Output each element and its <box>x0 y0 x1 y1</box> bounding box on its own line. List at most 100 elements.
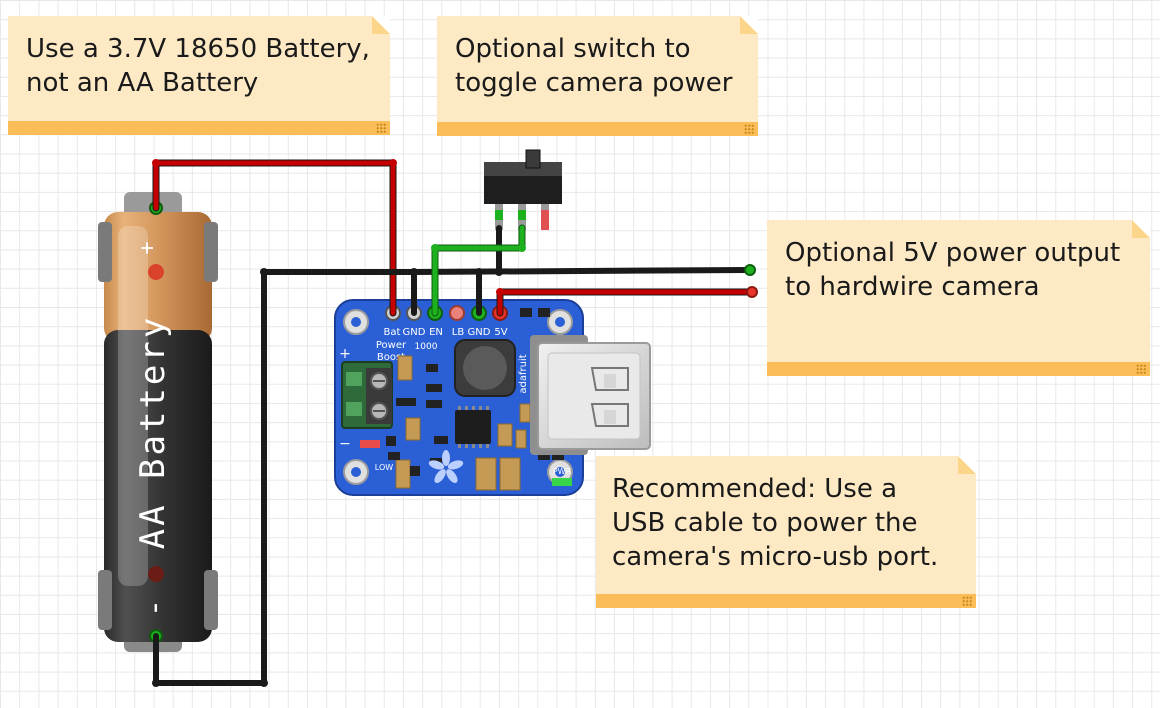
wires <box>152 159 756 686</box>
battery: + AA Battery - <box>98 192 218 652</box>
battery-label: AA Battery <box>133 315 173 550</box>
wire-junction <box>496 288 504 296</box>
wire-junction <box>431 244 439 252</box>
note-bar <box>8 121 390 135</box>
capacitor <box>475 457 497 491</box>
capacitor <box>497 423 513 447</box>
resize-grip-icon[interactable] <box>376 123 386 133</box>
smd-part <box>538 452 550 460</box>
smd-part <box>426 384 442 392</box>
battery-minus-marker <box>148 566 164 582</box>
pin-label-lb: LB <box>452 327 465 338</box>
terminal-green-tab <box>346 402 362 416</box>
capacitors <box>395 355 531 491</box>
note-battery[interactable]: Use a 3.7V 18650 Battery, not an AA Batt… <box>8 16 390 135</box>
resize-grip-icon[interactable] <box>744 124 754 134</box>
battery-body-bottom <box>104 330 212 642</box>
note-battery-text: Use a 3.7V 18650 Battery, not an AA Batt… <box>26 34 370 98</box>
smd-part <box>396 398 416 406</box>
capacitor <box>499 457 521 491</box>
usb-contact-slot <box>590 403 629 427</box>
switch-top <box>484 162 562 176</box>
output-5v-endpoint[interactable] <box>746 286 758 298</box>
pin-label-bat: Bat <box>384 327 401 338</box>
wire-junction <box>260 268 268 276</box>
wire-junction <box>389 159 397 167</box>
wire-junction <box>495 268 503 276</box>
note-fold-icon <box>1132 220 1150 238</box>
smd-part <box>426 364 438 372</box>
output-gnd-endpoint[interactable] <box>744 264 756 276</box>
capacitor <box>397 355 413 381</box>
inductor-core <box>463 346 507 390</box>
smd-part <box>388 452 400 460</box>
smd-pad <box>538 308 550 317</box>
smd-pad <box>520 308 532 317</box>
wire-junction <box>152 159 160 167</box>
battery-clip-right-top <box>204 222 218 282</box>
board-model: 1000 <box>415 342 438 352</box>
battery-clip-left-top <box>98 222 112 282</box>
board-brand: adafruit <box>518 354 529 393</box>
wire-junction <box>518 244 526 252</box>
wire-ground-output[interactable] <box>411 267 753 275</box>
pin-label-gnd: GND <box>468 327 491 338</box>
pin-label-en: EN <box>429 327 443 338</box>
wire-junction <box>152 679 160 687</box>
note-bar <box>767 362 1150 376</box>
wire-junctions <box>152 159 758 687</box>
wire-junction <box>260 679 268 687</box>
pin-label-5v: 5V <box>494 327 507 338</box>
adafruit-flower-icon <box>428 450 464 483</box>
board-led-pwr-label: PWR <box>553 467 572 476</box>
slide-switch[interactable] <box>484 149 562 230</box>
led-low <box>360 440 380 448</box>
board-product-name: Power <box>376 340 407 351</box>
note-bar <box>596 594 976 608</box>
smd-part <box>426 400 442 408</box>
powerboost-board: Bat GND EN LB GND 5V + Power Boost 1000 … <box>334 299 584 496</box>
screw-terminal <box>341 361 393 429</box>
capacitor <box>405 417 421 441</box>
wire-enable[interactable] <box>432 225 525 316</box>
battery-plus-marker <box>148 264 164 280</box>
note-usb[interactable]: Recommended: Use a USB cable to power th… <box>596 456 976 608</box>
pin-label-gnd: GND <box>403 327 426 338</box>
wire-battery-negative[interactable] <box>153 269 417 686</box>
wire-battery-positive[interactable] <box>153 160 396 316</box>
terminal-green-tab <box>346 372 362 386</box>
note-fold-icon <box>372 16 390 34</box>
smd-part <box>434 436 448 444</box>
switch-lever[interactable] <box>525 149 541 169</box>
wire-junction <box>475 268 483 276</box>
resize-grip-icon[interactable] <box>1136 364 1146 374</box>
note-bar <box>437 122 758 136</box>
note-switch-text: Optional switch to toggle camera power <box>455 34 733 98</box>
usb-contact-slot <box>590 367 629 391</box>
smd-part <box>386 436 396 446</box>
usb-a-port[interactable] <box>530 335 651 455</box>
capacitor <box>395 459 411 489</box>
capacitor <box>515 429 527 449</box>
battery-clip-left-bottom <box>98 570 112 630</box>
capacitor <box>519 403 531 423</box>
smd-part <box>410 466 420 476</box>
battery-highlight <box>118 226 148 586</box>
note-output[interactable]: Optional 5V power output to hardwire cam… <box>767 220 1150 376</box>
led-pwr <box>552 478 572 486</box>
pin-lb[interactable] <box>449 305 465 321</box>
note-fold-icon <box>740 16 758 34</box>
mount-holes <box>343 309 573 485</box>
board-plus-mark: + <box>339 346 351 362</box>
resize-grip-icon[interactable] <box>962 596 972 606</box>
battery-minus-sign: - <box>137 599 172 617</box>
note-usb-text: Recommended: Use a USB cable to power th… <box>612 474 939 572</box>
battery-plus-sign: + <box>135 241 160 254</box>
ic-chip <box>455 410 491 444</box>
board-minus-mark: − <box>339 436 351 452</box>
smd-part <box>552 452 564 460</box>
wire-junction <box>410 268 418 276</box>
board-led-low-label: LOW <box>375 463 393 472</box>
note-switch[interactable]: Optional switch to toggle camera power <box>437 16 758 136</box>
